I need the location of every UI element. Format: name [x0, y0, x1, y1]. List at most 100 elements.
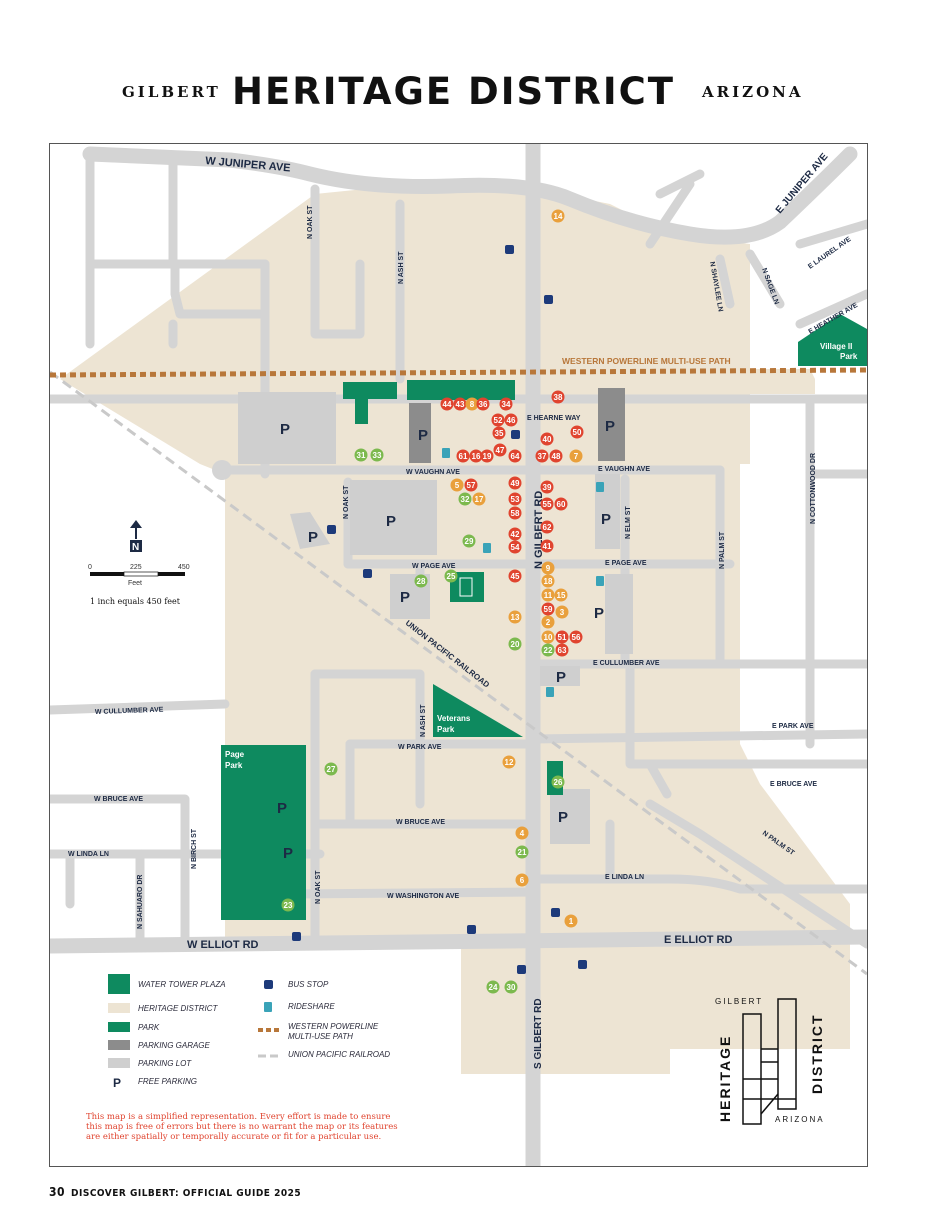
- poi-marker[interactable]: 23: [281, 898, 295, 912]
- poi-marker-circle[interactable]: [569, 630, 583, 644]
- poi-marker[interactable]: 1: [564, 914, 578, 928]
- poi-marker[interactable]: 3: [555, 605, 569, 619]
- poi-marker[interactable]: 45: [508, 569, 522, 583]
- poi-marker[interactable]: 42: [508, 527, 522, 541]
- poi-marker-circle[interactable]: [508, 476, 522, 490]
- poi-marker-circle[interactable]: [508, 449, 522, 463]
- poi-marker[interactable]: 50: [570, 425, 584, 439]
- bus-stop-icon[interactable]: [544, 295, 553, 304]
- poi-marker-circle[interactable]: [508, 506, 522, 520]
- bus-stop-icon[interactable]: [292, 932, 301, 941]
- poi-marker[interactable]: 59: [541, 602, 555, 616]
- poi-marker-circle[interactable]: [508, 492, 522, 506]
- poi-marker[interactable]: 62: [540, 520, 554, 534]
- poi-marker-circle[interactable]: [472, 492, 486, 506]
- poi-marker-circle[interactable]: [569, 449, 583, 463]
- poi-marker[interactable]: 18: [541, 574, 555, 588]
- poi-marker[interactable]: 44: [440, 397, 454, 411]
- bus-stop-icon[interactable]: [505, 245, 514, 254]
- rideshare-icon[interactable]: [442, 448, 450, 458]
- poi-marker-circle[interactable]: [324, 762, 338, 776]
- poi-marker[interactable]: 22: [541, 643, 555, 657]
- poi-marker-circle[interactable]: [469, 449, 483, 463]
- poi-marker[interactable]: 16: [469, 449, 483, 463]
- poi-marker-circle[interactable]: [570, 425, 584, 439]
- poi-marker[interactable]: 15: [554, 588, 568, 602]
- bus-stop-icon[interactable]: [467, 925, 476, 934]
- poi-marker[interactable]: 35: [492, 426, 506, 440]
- poi-marker-circle[interactable]: [456, 449, 470, 463]
- poi-marker[interactable]: 34: [499, 397, 513, 411]
- bus-stop-icon[interactable]: [363, 569, 372, 578]
- poi-marker-circle[interactable]: [515, 845, 529, 859]
- poi-marker-circle[interactable]: [541, 588, 555, 602]
- poi-marker-circle[interactable]: [464, 478, 478, 492]
- poi-marker[interactable]: 29: [462, 534, 476, 548]
- poi-marker-circle[interactable]: [354, 448, 368, 462]
- poi-marker-circle[interactable]: [540, 520, 554, 534]
- poi-marker-circle[interactable]: [440, 397, 454, 411]
- poi-marker[interactable]: 51: [555, 630, 569, 644]
- poi-marker[interactable]: 11: [541, 588, 555, 602]
- poi-marker[interactable]: 33: [370, 448, 384, 462]
- poi-marker-circle[interactable]: [508, 540, 522, 554]
- poi-marker[interactable]: 36: [476, 397, 490, 411]
- poi-marker[interactable]: 27: [324, 762, 338, 776]
- poi-marker-circle[interactable]: [453, 397, 467, 411]
- poi-marker[interactable]: 2: [541, 615, 555, 629]
- poi-marker-circle[interactable]: [492, 426, 506, 440]
- poi-marker[interactable]: 17: [472, 492, 486, 506]
- poi-marker[interactable]: 9: [541, 561, 555, 575]
- poi-marker-circle[interactable]: [541, 561, 555, 575]
- poi-marker[interactable]: 46: [504, 413, 518, 427]
- bus-stop-icon[interactable]: [327, 525, 336, 534]
- poi-marker-circle[interactable]: [540, 432, 554, 446]
- poi-marker-circle[interactable]: [462, 534, 476, 548]
- poi-marker[interactable]: 40: [540, 432, 554, 446]
- poi-marker-circle[interactable]: [476, 397, 490, 411]
- poi-marker[interactable]: 21: [515, 845, 529, 859]
- poi-marker-circle[interactable]: [541, 574, 555, 588]
- poi-marker-circle[interactable]: [444, 569, 458, 583]
- poi-marker-circle[interactable]: [499, 397, 513, 411]
- poi-marker-circle[interactable]: [549, 449, 563, 463]
- poi-marker-circle[interactable]: [555, 643, 569, 657]
- poi-marker[interactable]: 4: [515, 826, 529, 840]
- poi-marker-circle[interactable]: [515, 826, 529, 840]
- poi-marker[interactable]: 55: [540, 497, 554, 511]
- poi-marker-circle[interactable]: [515, 873, 529, 887]
- poi-marker[interactable]: 26: [551, 775, 565, 789]
- poi-marker-circle[interactable]: [551, 390, 565, 404]
- poi-marker[interactable]: 28: [414, 574, 428, 588]
- poi-marker[interactable]: 53: [508, 492, 522, 506]
- poi-marker[interactable]: 7: [569, 449, 583, 463]
- poi-marker[interactable]: 63: [555, 643, 569, 657]
- poi-marker-circle[interactable]: [491, 413, 505, 427]
- poi-marker[interactable]: 60: [554, 497, 568, 511]
- rideshare-icon[interactable]: [596, 576, 604, 586]
- poi-marker[interactable]: 12: [502, 755, 516, 769]
- poi-marker[interactable]: 61: [456, 449, 470, 463]
- poi-marker-circle[interactable]: [508, 569, 522, 583]
- bus-stop-icon[interactable]: [578, 960, 587, 969]
- poi-marker-circle[interactable]: [508, 527, 522, 541]
- poi-marker-circle[interactable]: [465, 397, 479, 411]
- poi-marker-circle[interactable]: [370, 448, 384, 462]
- poi-marker[interactable]: 10: [541, 630, 555, 644]
- poi-marker[interactable]: 8: [465, 397, 479, 411]
- poi-marker-circle[interactable]: [541, 643, 555, 657]
- poi-marker-circle[interactable]: [504, 413, 518, 427]
- poi-marker[interactable]: 14: [551, 209, 565, 223]
- poi-marker[interactable]: 5: [450, 478, 464, 492]
- poi-marker[interactable]: 30: [504, 980, 518, 994]
- poi-marker[interactable]: 52: [491, 413, 505, 427]
- poi-marker[interactable]: 56: [569, 630, 583, 644]
- poi-marker[interactable]: 54: [508, 540, 522, 554]
- poi-marker[interactable]: 43: [453, 397, 467, 411]
- poi-marker-circle[interactable]: [541, 602, 555, 616]
- poi-marker-circle[interactable]: [555, 630, 569, 644]
- poi-marker-circle[interactable]: [541, 630, 555, 644]
- district-map[interactable]: P P P P P P P P P P P P W JUNIPER AVE E …: [49, 143, 868, 1167]
- poi-marker-circle[interactable]: [450, 478, 464, 492]
- poi-marker-circle[interactable]: [281, 898, 295, 912]
